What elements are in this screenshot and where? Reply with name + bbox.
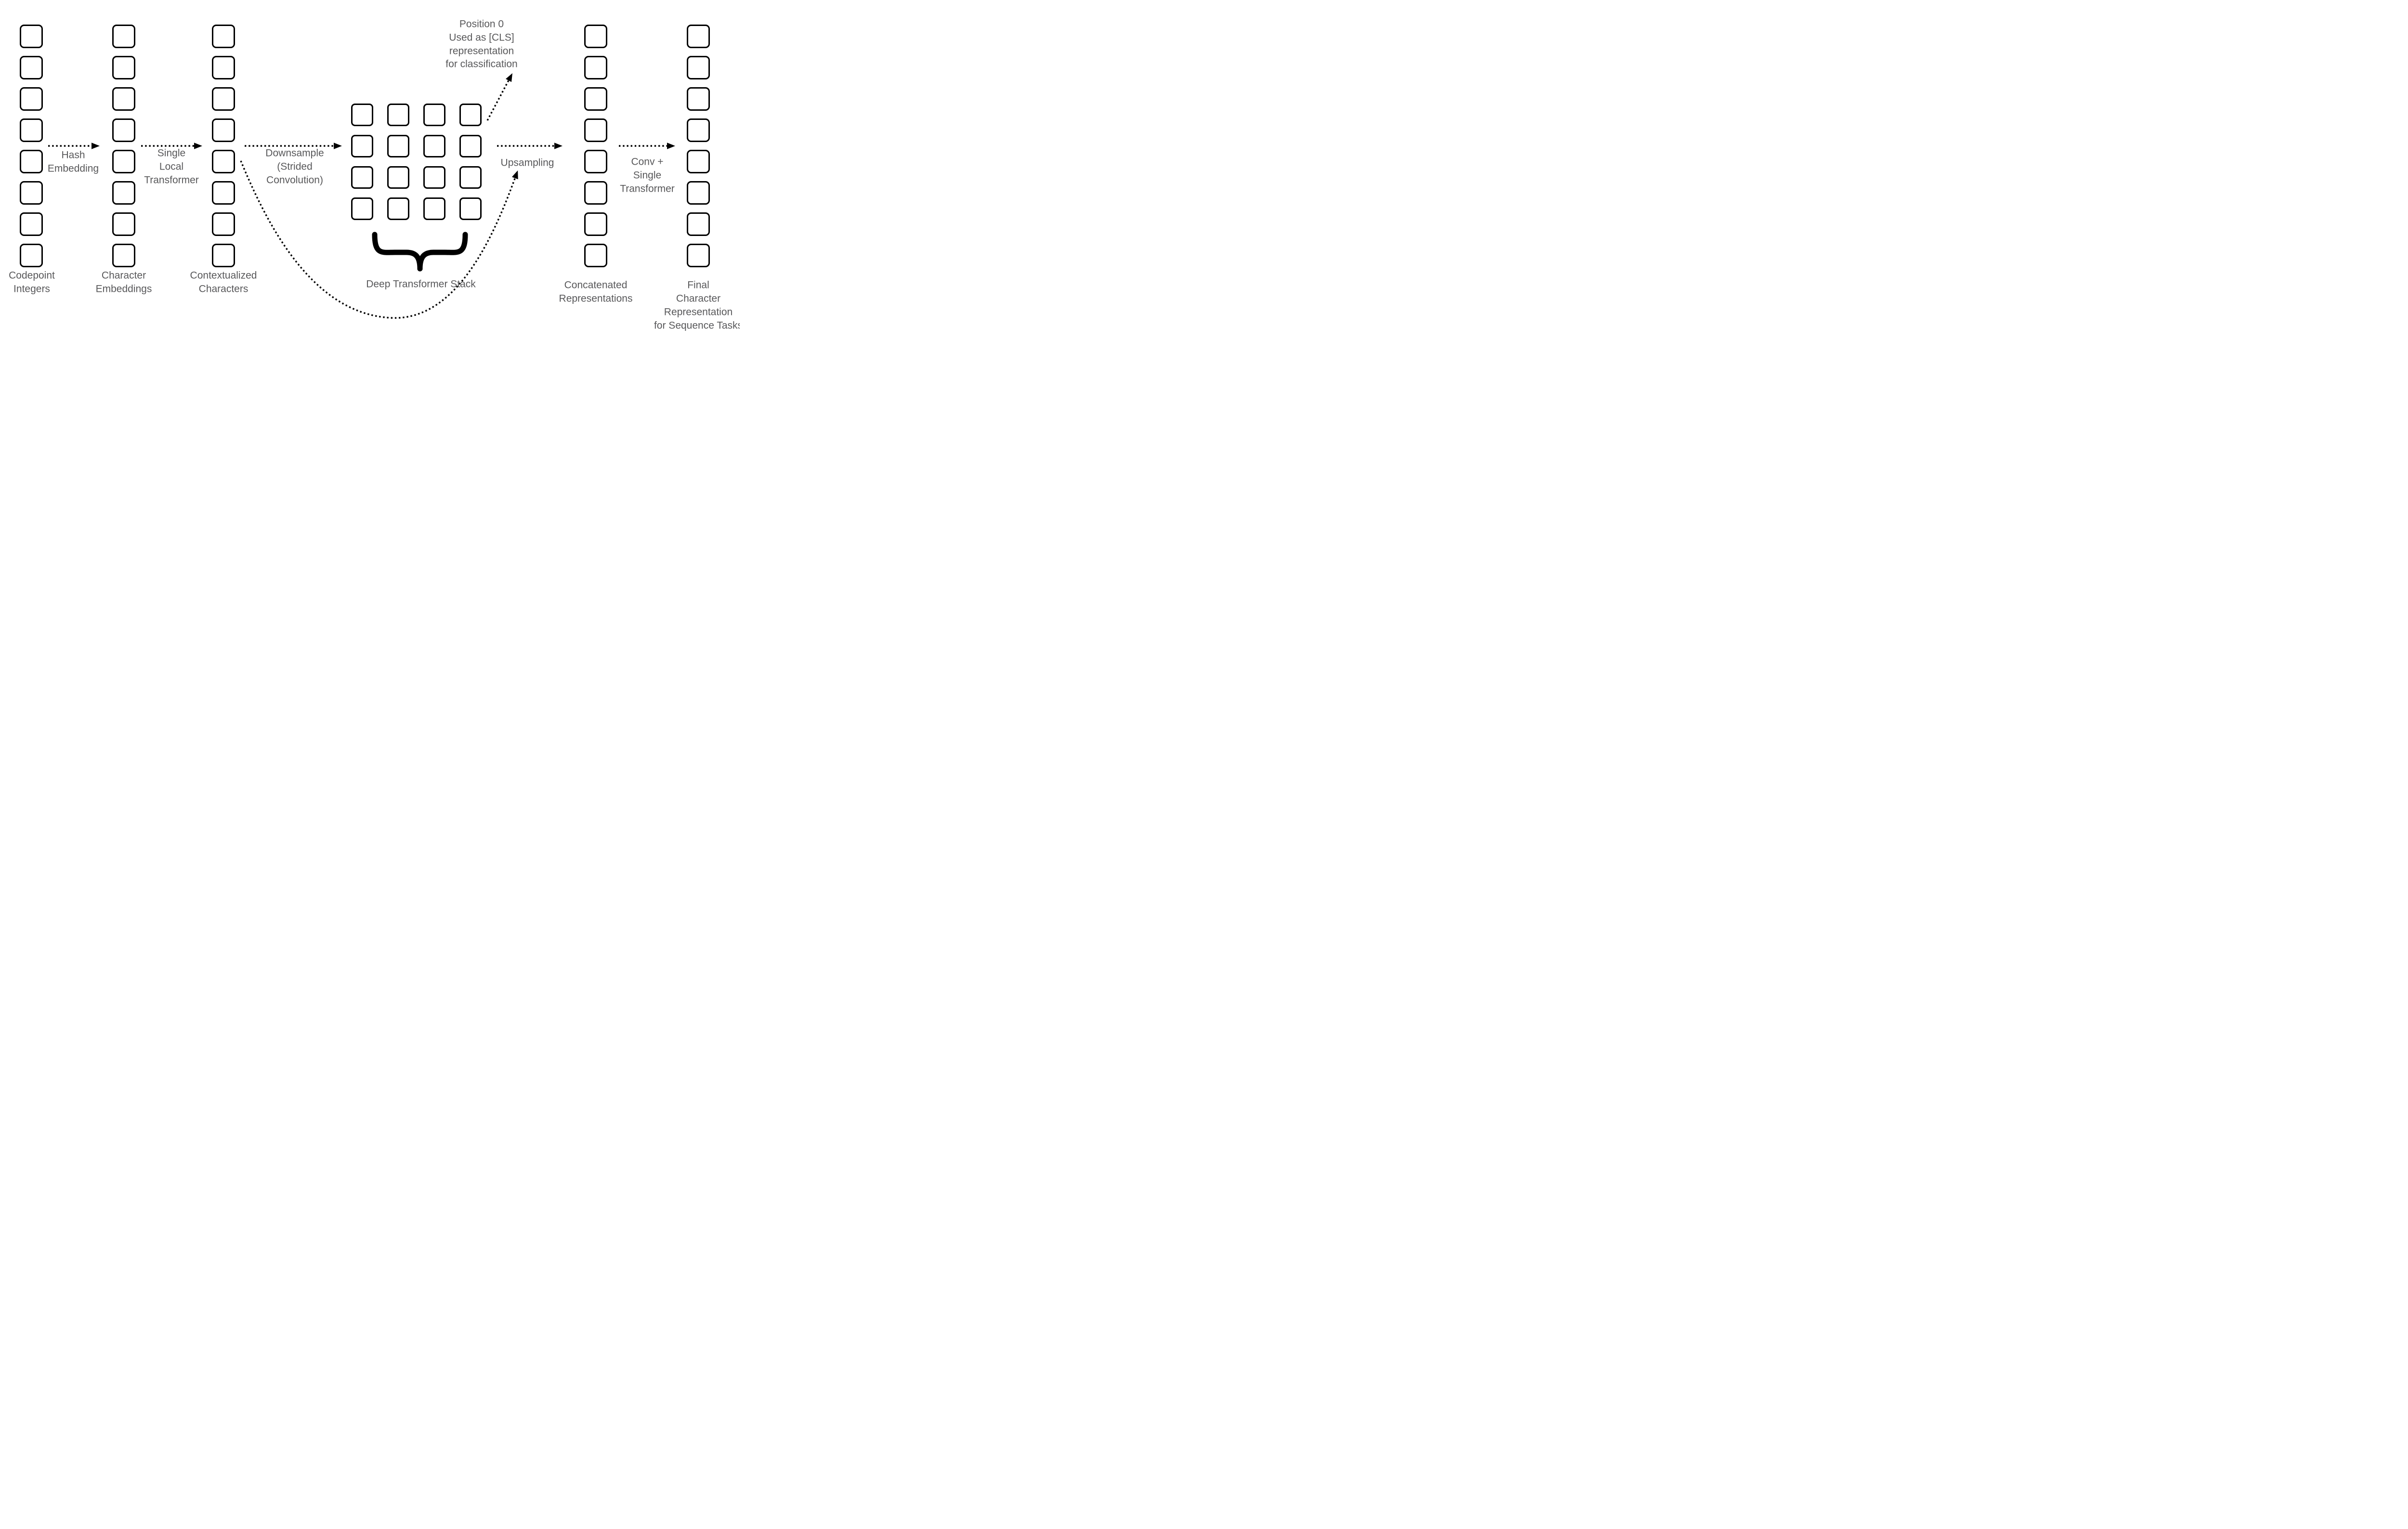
cls-arrow-head-icon xyxy=(506,73,512,82)
grid-square-deep-transformer xyxy=(387,197,409,220)
conv-single-transformer-arrow-label: Conv + xyxy=(631,156,664,168)
conv-single-transformer-arrow-label: Transformer xyxy=(620,183,675,195)
skip-connection-curve xyxy=(240,160,516,319)
column-label-contextualized-characters: Contextualized xyxy=(190,270,257,281)
grid-square-deep-transformer xyxy=(459,135,482,157)
token-square-character-embeddings xyxy=(112,25,135,48)
column-label-contextualized-characters: Characters xyxy=(198,283,249,295)
token-square-codepoint-integers xyxy=(20,244,43,267)
token-square-codepoint-integers xyxy=(20,181,43,205)
token-square-codepoint-integers xyxy=(20,150,43,173)
token-square-codepoint-integers xyxy=(20,212,43,236)
token-square-contextualized-characters xyxy=(212,244,235,267)
token-square-character-embeddings xyxy=(112,56,135,79)
grid-square-deep-transformer xyxy=(423,135,445,157)
token-square-concatenated-representations xyxy=(584,244,607,267)
downsample-arrow-label: (Strided xyxy=(277,161,313,172)
token-square-concatenated-representations xyxy=(584,87,607,111)
token-square-final-character-representation xyxy=(687,181,710,205)
token-square-codepoint-integers xyxy=(20,56,43,79)
cls-note-label: Used as [CLS] xyxy=(449,32,514,43)
column-label-final-character-representation: Character xyxy=(676,293,721,304)
conv-single-transformer-arrow-head-icon xyxy=(667,143,675,149)
grid-square-deep-transformer xyxy=(387,104,409,126)
token-square-final-character-representation xyxy=(687,118,710,142)
token-square-contextualized-characters xyxy=(212,150,235,173)
upsampling-arrow-label: Upsampling xyxy=(500,157,554,169)
grid-square-deep-transformer xyxy=(423,104,445,126)
downsample-arrow-label: Convolution) xyxy=(266,174,323,186)
grid-square-deep-transformer xyxy=(459,197,482,220)
token-square-concatenated-representations xyxy=(584,56,607,79)
upsampling-arrow-head-icon xyxy=(554,143,563,149)
token-square-codepoint-integers xyxy=(20,118,43,142)
token-square-character-embeddings xyxy=(112,244,135,267)
column-label-concatenated-representations: Concatenated xyxy=(564,279,628,291)
token-square-final-character-representation xyxy=(687,212,710,236)
single-local-transformer-arrow-head-icon xyxy=(194,143,202,149)
connector-layer xyxy=(48,73,675,319)
token-square-concatenated-representations xyxy=(584,25,607,48)
underbrace-glyph xyxy=(372,232,423,272)
grid-square-deep-transformer xyxy=(459,104,482,126)
token-square-concatenated-representations xyxy=(584,212,607,236)
conv-single-transformer-arrow-label: Single xyxy=(633,170,662,181)
token-square-final-character-representation xyxy=(687,244,710,267)
downsample-arrow-head-icon xyxy=(334,143,342,149)
skip-connection-head-icon xyxy=(511,170,518,180)
cls-note-label: Position 0 xyxy=(459,18,504,30)
grid-square-deep-transformer xyxy=(351,104,373,126)
column-label-character-embeddings: Character xyxy=(101,270,146,281)
token-square-character-embeddings xyxy=(112,150,135,173)
single-local-transformer-arrow-label: Single xyxy=(157,147,186,159)
column-label-final-character-representation: for Sequence Tasks xyxy=(654,320,740,331)
single-local-transformer-arrow-label: Local xyxy=(159,161,184,172)
token-square-codepoint-integers xyxy=(20,25,43,48)
underbrace-glyph xyxy=(417,232,468,272)
hash-embedding-arrow-head-icon xyxy=(92,143,100,149)
token-square-character-embeddings xyxy=(112,87,135,111)
token-square-final-character-representation xyxy=(687,150,710,173)
downsample-arrow-label: Downsample xyxy=(265,147,324,159)
grid-square-deep-transformer xyxy=(351,135,373,157)
token-square-contextualized-characters xyxy=(212,181,235,205)
column-label-concatenated-representations: Representations xyxy=(559,293,633,304)
grid-square-deep-transformer xyxy=(351,197,373,220)
column-label-character-embeddings: Embeddings xyxy=(95,283,152,295)
token-square-contextualized-characters xyxy=(212,87,235,111)
cls-note-label: representation xyxy=(449,45,514,57)
grid-square-deep-transformer xyxy=(351,166,373,189)
grid-square-deep-transformer xyxy=(387,166,409,189)
token-square-final-character-representation xyxy=(687,87,710,111)
column-label-codepoint-integers: Codepoint xyxy=(9,270,55,281)
token-square-final-character-representation xyxy=(687,25,710,48)
grid-square-deep-transformer xyxy=(387,135,409,157)
cls-note-label: for classification xyxy=(445,58,518,70)
token-square-character-embeddings xyxy=(112,212,135,236)
grid-square-deep-transformer xyxy=(459,166,482,189)
token-square-codepoint-integers xyxy=(20,87,43,111)
hash-embedding-arrow-label: Embedding xyxy=(47,163,99,174)
grid-square-deep-transformer xyxy=(423,166,445,189)
token-square-character-embeddings xyxy=(112,118,135,142)
token-square-contextualized-characters xyxy=(212,212,235,236)
token-square-final-character-representation xyxy=(687,56,710,79)
token-square-concatenated-representations xyxy=(584,150,607,173)
token-square-character-embeddings xyxy=(112,181,135,205)
token-square-concatenated-representations xyxy=(584,118,607,142)
token-square-concatenated-representations xyxy=(584,181,607,205)
column-label-codepoint-integers: Integers xyxy=(13,283,50,295)
token-square-contextualized-characters xyxy=(212,118,235,142)
token-square-contextualized-characters xyxy=(212,56,235,79)
token-square-contextualized-characters xyxy=(212,25,235,48)
column-label-final-character-representation: Representation xyxy=(664,306,733,318)
grid-square-deep-transformer xyxy=(423,197,445,220)
column-label-final-character-representation: Final xyxy=(687,279,709,291)
deep-transformer-stack-label: Deep Transformer Stack xyxy=(366,278,476,290)
single-local-transformer-arrow-label: Transformer xyxy=(144,174,199,186)
cls-arrow-line xyxy=(486,79,510,121)
hash-embedding-arrow-label: Hash xyxy=(61,149,85,161)
